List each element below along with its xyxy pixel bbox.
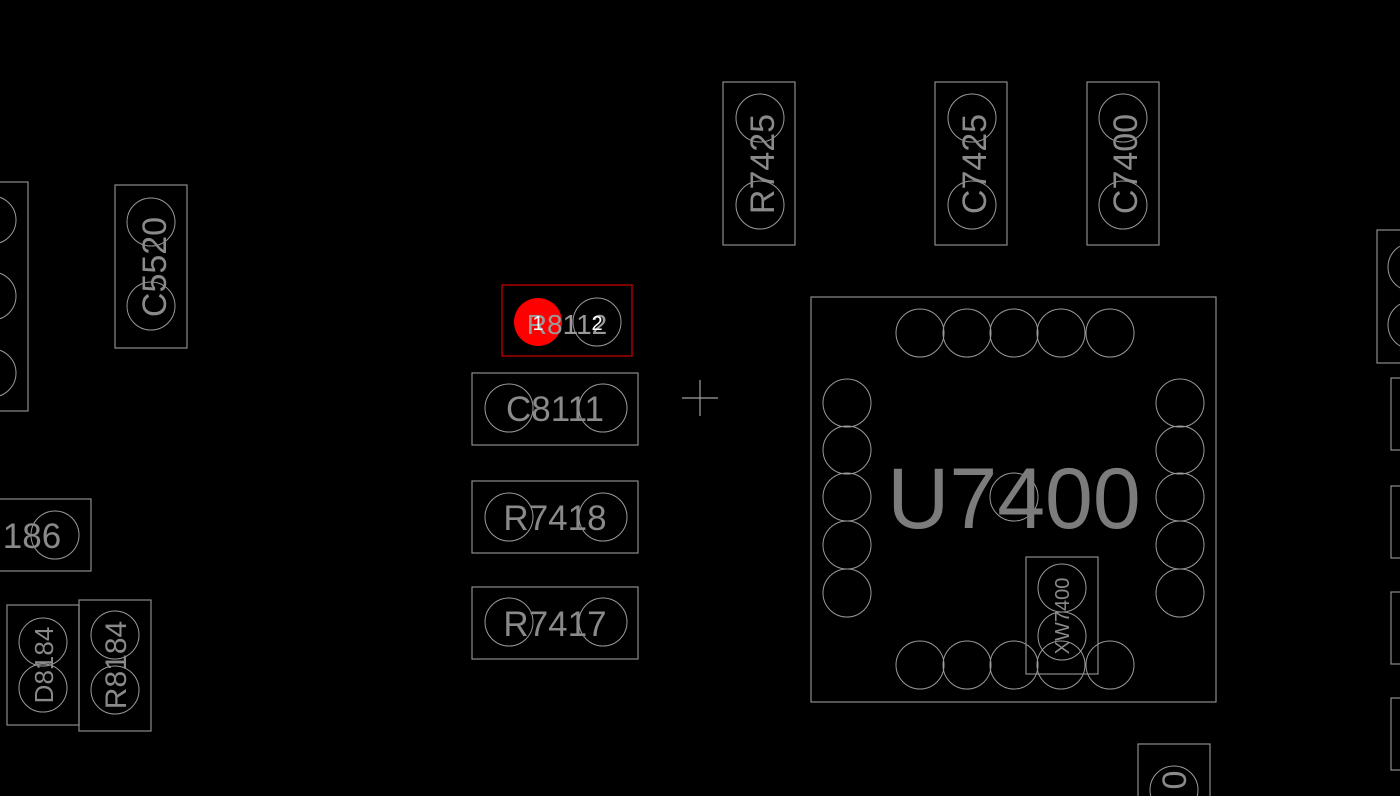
component-c8111[interactable]: C8111 [471,372,639,446]
component-c7425[interactable]: C7425 [934,81,1008,246]
component-right-partial-5[interactable] [1390,697,1400,771]
component-r8112[interactable]: R8112 1 2 [501,284,633,357]
component-label-c7400: C7400 [1107,114,1145,214]
component-label-u7400: U7400 [887,451,1140,547]
component-label-r7417: R7417 [503,605,606,644]
component-label-186: 186 [3,517,61,556]
component-label-xw7400: XW7400 [1052,578,1074,655]
component-r7417[interactable]: R7417 [471,586,639,660]
component-label-d8184: D8184 [29,627,59,704]
component-label-c5520: C5520 [136,217,174,317]
component-right-partial-top[interactable] [1376,229,1400,364]
component-d8184[interactable]: D8184 [6,604,80,726]
component-xw7400[interactable]: XW7400 [1025,556,1099,675]
component-partial-186[interactable]: 186 [0,498,92,572]
component-r8184[interactable]: R8184 [78,599,152,732]
component-bottom-partial[interactable]: 0 [1137,743,1211,796]
component-label-r7418: R7418 [503,499,606,538]
component-r7425[interactable]: R7425 [722,81,796,246]
component-right-partial-4[interactable] [1390,591,1400,665]
component-label-c7425: C7425 [956,114,994,214]
component-c5520[interactable]: C5520 [114,184,188,349]
component-label-r8112: R8112 [527,309,607,340]
pin-label-1: 1 [532,313,543,335]
component-label-r8184: R8184 [100,621,133,709]
component-left-partial[interactable] [0,181,29,412]
selection-box [501,284,633,357]
component-right-partial-2[interactable] [1390,377,1400,451]
component-right-partial-3[interactable] [1390,485,1400,559]
crosshair-icon [682,380,718,416]
component-r7418[interactable]: R7418 [471,480,639,554]
component-label-bottom-partial: 0 [1156,771,1194,790]
component-label-c8111: C8111 [506,390,604,429]
component-label-r7425: R7425 [744,114,782,214]
component-c7400[interactable]: C7400 [1086,81,1160,246]
pin-1-highlight[interactable] [514,298,562,346]
pin-label-2: 2 [591,313,602,335]
component-u7400[interactable]: U7400 [810,296,1217,703]
